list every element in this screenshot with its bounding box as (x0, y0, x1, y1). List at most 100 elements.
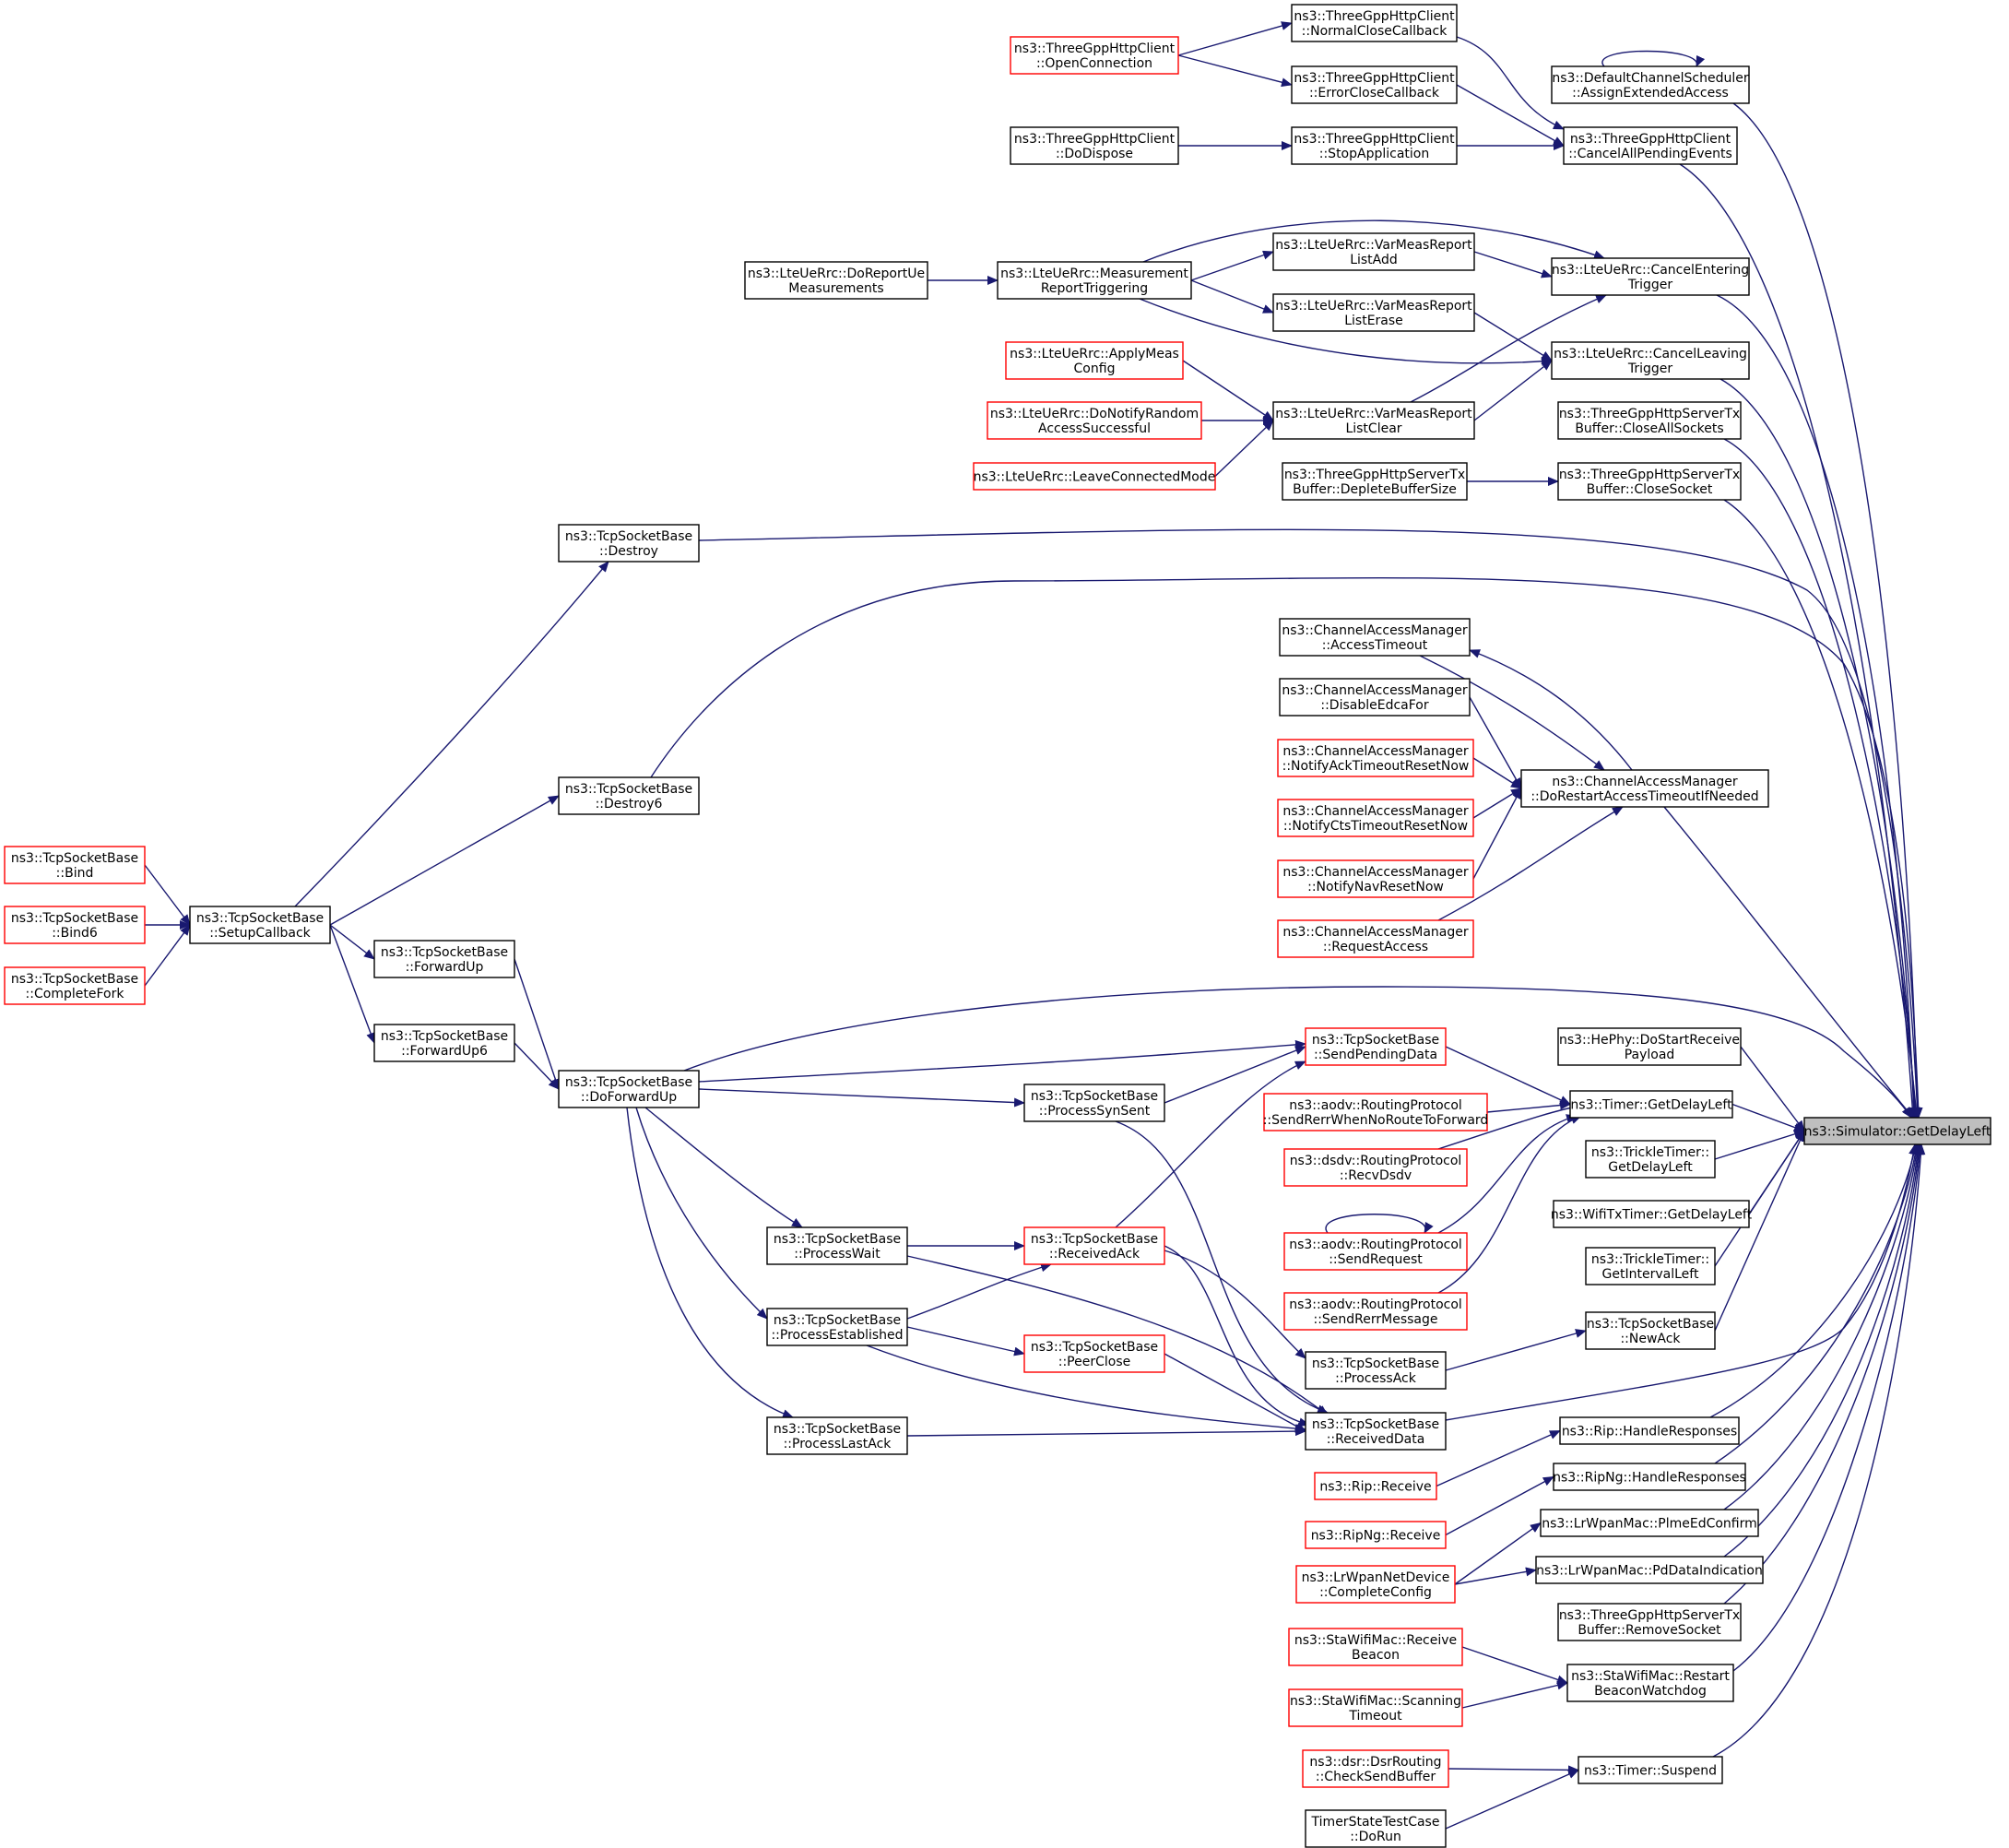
node-destroy6[interactable]: ns3::TcpSocketBase::Destroy6 (558, 776, 700, 815)
node-completefork[interactable]: ns3::TcpSocketBase::CompleteFork (4, 966, 146, 1005)
node-peerclose[interactable]: ns3::TcpSocketBase::PeerClose (1023, 1334, 1165, 1373)
node-bind6[interactable]: ns3::TcpSocketBase::Bind6 (4, 906, 146, 944)
node-lrw_cc[interactable]: ns3::LrWpanNetDevice::CompleteConfig (1295, 1565, 1456, 1604)
node-bind[interactable]: ns3::TcpSocketBase::Bind (4, 846, 146, 884)
node-cam_ncts[interactable]: ns3::ChannelAccessManager::NotifyCtsTime… (1277, 799, 1474, 837)
node-doforwardup[interactable]: ns3::TcpSocketBase::DoForwardUp (558, 1070, 700, 1108)
node-label: ::ReceivedData (1327, 1432, 1425, 1447)
node-procack[interactable]: ns3::TcpSocketBase::ProcessAck (1305, 1351, 1447, 1390)
node-label: ns3::ThreeGppHttpClient (1294, 132, 1455, 147)
node-label: ns3::ThreeGppHttpClient (1570, 132, 1731, 147)
node-donotify[interactable]: ns3::LteUeRrc::DoNotifyRandomAccessSucce… (987, 401, 1202, 440)
node-recvack[interactable]: ns3::TcpSocketBase::ReceivedAck (1023, 1226, 1165, 1265)
node-timer_susp[interactable]: ns3::Timer::Suspend (1578, 1756, 1723, 1784)
node-label: ::RequestAccess (1323, 940, 1428, 954)
node-measrep[interactable]: ns3::LteUeRrc::MeasurementReportTriggeri… (997, 261, 1192, 300)
node-label: ns3::LrWpanMac::PlmeEdConfirm (1542, 1517, 1757, 1532)
node-trickle_gil[interactable]: ns3::TrickleTimer::GetIntervalLeft (1585, 1247, 1716, 1285)
node-trickle_gdl[interactable]: ns3::TrickleTimer::GetDelayLeft (1585, 1140, 1716, 1179)
node-cam_nnav[interactable]: ns3::ChannelAccessManager::NotifyNavRese… (1277, 859, 1474, 898)
node-aodv_srerr[interactable]: ns3::aodv::RoutingProtocol::SendRerrMess… (1283, 1292, 1468, 1331)
node-newack[interactable]: ns3::TcpSocketBase::NewAck (1585, 1311, 1716, 1350)
node-label: ns3::aodv::RoutingProtocol (1289, 1238, 1462, 1252)
node-ripng_recv[interactable]: ns3::RipNg::Receive (1305, 1521, 1447, 1549)
node-box (1288, 1628, 1463, 1666)
call-edge-measrep-to-vmr_erase (1190, 279, 1274, 314)
node-err_cb[interactable]: ns3::ThreeGppHttpClient::ErrorCloseCallb… (1291, 65, 1458, 104)
node-label: ::CompleteFork (26, 987, 125, 1001)
node-fwdup[interactable]: ns3::TcpSocketBase::ForwardUp (373, 940, 515, 978)
call-edge-leaveconn-to-vmr_clear (1214, 420, 1274, 478)
node-deplete[interactable]: ns3::ThreeGppHttpServerTxBuffer::Deplete… (1282, 462, 1468, 501)
node-box (987, 401, 1202, 440)
call-edge-cam_nnav-to-cam_dor (1472, 788, 1522, 880)
node-box (1305, 1027, 1447, 1066)
node-recvdata[interactable]: ns3::TcpSocketBase::ReceivedData (1305, 1412, 1447, 1451)
call-edge-hephy-to-getdelayleft_sim (1740, 1046, 1805, 1132)
node-rip_recv[interactable]: ns3::Rip::Receive (1314, 1472, 1437, 1500)
node-aodv_serr[interactable]: ns3::aodv::RoutingProtocol::SendRerrWhen… (1263, 1093, 1489, 1131)
node-open_conn[interactable]: ns3::ThreeGppHttpClient::OpenConnection (1010, 36, 1179, 75)
node-label: ns3::LrWpanMac::PdDataIndication (1536, 1564, 1763, 1579)
node-lrw_plme[interactable]: ns3::LrWpanMac::PlmeEdConfirm (1540, 1509, 1759, 1537)
node-cam_nack[interactable]: ns3::ChannelAccessManager::NotifyAckTime… (1277, 739, 1474, 777)
call-edge-removesock-to-getdelayleft_sim (1723, 1143, 1923, 1605)
node-label: ::DisableEdcaFor (1320, 698, 1428, 713)
node-wifitx[interactable]: ns3::WifiTxTimer::GetDelayLeft (1551, 1200, 1753, 1228)
node-stopapp[interactable]: ns3::ThreeGppHttpClient::StopApplication (1291, 126, 1458, 165)
node-label: ns3::LteUeRrc::CancelLeaving (1554, 347, 1747, 361)
node-aodv_sreq[interactable]: ns3::aodv::RoutingProtocol::SendRequest (1283, 1232, 1468, 1271)
node-nc_cb[interactable]: ns3::ThreeGppHttpClient::NormalCloseCall… (1291, 4, 1458, 42)
node-box (1005, 341, 1184, 380)
node-cancelall[interactable]: ns3::ThreeGppHttpClient::CancelAllPendin… (1563, 126, 1738, 165)
node-closesock[interactable]: ns3::ThreeGppHttpServerTxBuffer::CloseSo… (1557, 462, 1742, 501)
node-box (1557, 1027, 1742, 1066)
node-box (1585, 1140, 1716, 1179)
node-label: ns3::TcpSocketBase (1312, 1033, 1439, 1048)
node-timer_gdl[interactable]: ns3::Timer::GetDelayLeft (1569, 1090, 1733, 1119)
node-procsynsent[interactable]: ns3::TcpSocketBase::ProcessSynSent (1023, 1084, 1165, 1122)
node-sendpending[interactable]: ns3::TcpSocketBase::SendPendingData (1305, 1027, 1447, 1066)
node-removesock[interactable]: ns3::ThreeGppHttpServerTxBuffer::RemoveS… (1557, 1603, 1742, 1641)
node-procest[interactable]: ns3::TcpSocketBase::ProcessEstablished (766, 1308, 908, 1346)
node-leaveconn[interactable]: ns3::LteUeRrc::LeaveConnectedMode (973, 462, 1216, 491)
node-lrw_pd[interactable]: ns3::LrWpanMac::PdDataIndication (1535, 1556, 1764, 1584)
node-setupcb[interactable]: ns3::TcpSocketBase::SetupCallback (189, 906, 331, 944)
node-cam_req[interactable]: ns3::ChannelAccessManager::RequestAccess (1277, 919, 1474, 958)
node-proclastack[interactable]: ns3::TcpSocketBase::ProcessLastAck (766, 1416, 908, 1455)
node-fwdup6[interactable]: ns3::TcpSocketBase::ForwardUp6 (373, 1024, 515, 1062)
call-edge-destroy-to-getdelayleft_sim (698, 528, 1922, 1119)
node-ripng_hr[interactable]: ns3::RipNg::HandleResponses (1553, 1463, 1746, 1491)
node-getdelayleft_sim[interactable]: ns3::Simulator::GetDelayLeft (1803, 1117, 1991, 1145)
node-procwait[interactable]: ns3::TcpSocketBase::ProcessWait (766, 1226, 908, 1265)
node-box (1283, 1148, 1468, 1187)
node-dodispose[interactable]: ns3::ThreeGppHttpClient::DoDispose (1010, 126, 1179, 165)
node-destroy[interactable]: ns3::TcpSocketBase::Destroy (558, 524, 700, 563)
node-dcs_aea[interactable]: ns3::DefaultChannelScheduler::AssignExte… (1551, 65, 1750, 104)
node-rip_hr[interactable]: ns3::Rip::HandleResponses (1559, 1416, 1740, 1445)
node-label: ::ProcessEstablished (771, 1328, 903, 1343)
node-dsdv_recv[interactable]: ns3::dsdv::RoutingProtocol::RecvDsdv (1283, 1148, 1468, 1187)
node-closeall[interactable]: ns3::ThreeGppHttpServerTxBuffer::CloseAl… (1557, 401, 1742, 440)
node-dsr_csb[interactable]: ns3::dsr::DsrRouting::CheckSendBuffer (1302, 1749, 1449, 1788)
node-label: BeaconWatchdog (1594, 1684, 1707, 1699)
node-cam_dor[interactable]: ns3::ChannelAccessManager::DoRestartAcce… (1520, 769, 1769, 808)
node-cam_at[interactable]: ns3::ChannelAccessManager::AccessTimeout (1279, 618, 1471, 657)
node-label: ns3::TcpSocketBase (1031, 1340, 1158, 1355)
node-tstc[interactable]: TimerStateTestCase::DoRun (1305, 1809, 1447, 1848)
node-cam_de[interactable]: ns3::ChannelAccessManager::DisableEdcaFo… (1279, 678, 1471, 717)
node-label: ns3::TcpSocketBase (1587, 1317, 1714, 1332)
node-label: ns3::TcpSocketBase (11, 851, 138, 866)
